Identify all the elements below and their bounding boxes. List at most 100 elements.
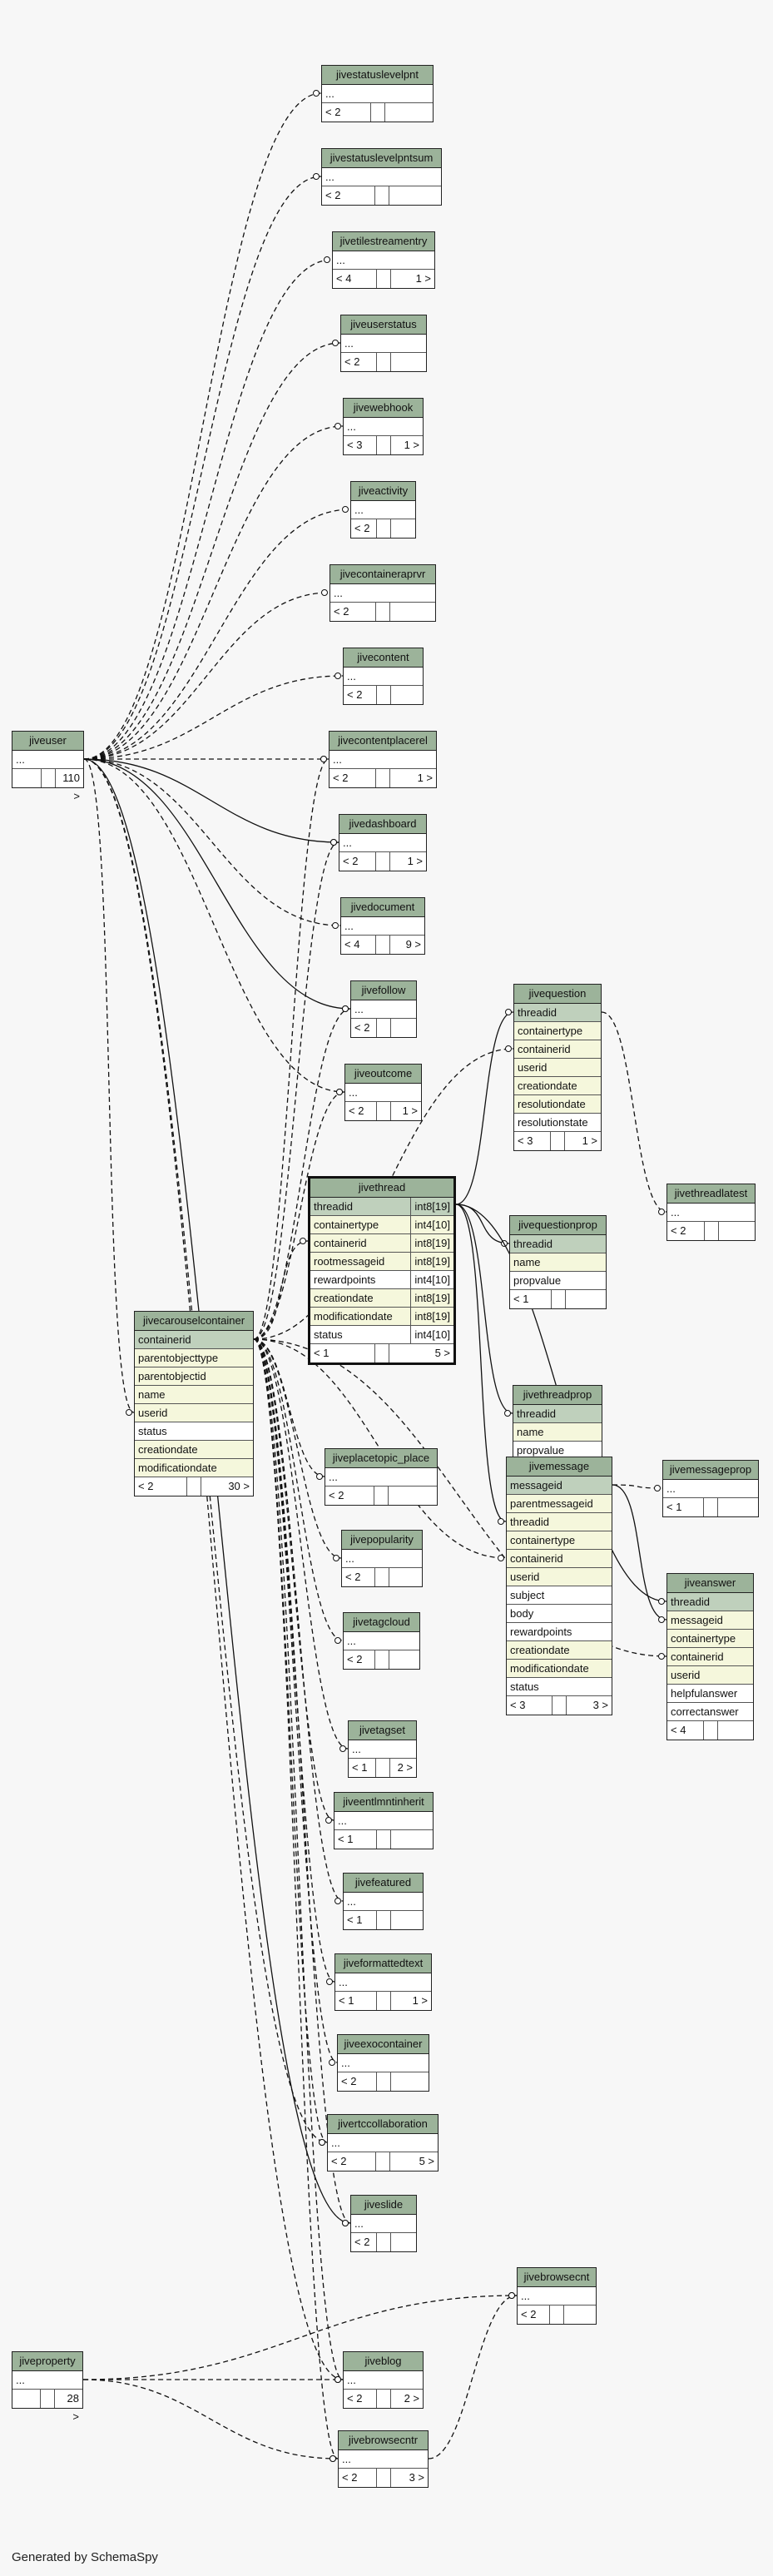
table-jivecontent[interactable]: jivecontent...< 2 <box>343 648 424 705</box>
child-count <box>389 1650 420 1669</box>
column-row: propvalue <box>510 1272 606 1290</box>
row-count <box>377 1830 391 1849</box>
row-count <box>551 1132 565 1150</box>
relationship-edge <box>83 509 351 760</box>
parent-count: < 2 <box>330 769 376 787</box>
column-row: status <box>507 1678 612 1696</box>
table-jivestatuslevelpnt[interactable]: jivestatuslevelpnt...< 2 <box>321 65 434 122</box>
child-count <box>385 103 434 122</box>
column-row: creationdate <box>514 1077 601 1095</box>
relationship-edge <box>253 1338 328 2143</box>
column-row: rewardpoints <box>507 1623 612 1641</box>
relationship-edge <box>83 425 344 760</box>
table-jiveactivity[interactable]: jiveactivity...< 2 <box>350 481 416 539</box>
table-jivepopularity[interactable]: jivepopularity...< 2 <box>341 1530 423 1587</box>
column-name: ... <box>16 753 25 766</box>
column-row: ... <box>345 1084 421 1102</box>
crowfoot-marker <box>316 1473 323 1480</box>
row-count <box>705 1222 719 1240</box>
table-jivefollow[interactable]: jivefollow...< 2 <box>350 980 417 1038</box>
table-jivestatuslevelpntsum[interactable]: jivestatuslevelpntsum...< 2 <box>321 148 442 206</box>
column-row: name <box>135 1386 253 1404</box>
table-jivetagcloud[interactable]: jivetagcloud...< 2 <box>343 1612 420 1670</box>
column-name: status <box>314 1328 343 1341</box>
column-name: containertype <box>314 1219 379 1231</box>
column-row: creationdate <box>507 1641 612 1660</box>
column-name: userid <box>518 1061 548 1074</box>
table-jiveslide[interactable]: jiveslide...< 2 <box>350 2195 417 2252</box>
column-row: helpfulanswer <box>667 1685 753 1703</box>
table-footer: < 2 <box>344 686 423 704</box>
column-name: status <box>138 1425 167 1437</box>
table-jiveentlmntinherit[interactable]: jiveentlmntinherit...< 1 <box>334 1792 434 1849</box>
parent-count: < 2 <box>518 2305 550 2324</box>
table-jivethreadlatest[interactable]: jivethreadlatest...< 2 <box>666 1184 756 1241</box>
table-jiveplacetopic_place[interactable]: jiveplacetopic_place...< 2 <box>325 1448 438 1506</box>
column-row: ... <box>335 1973 431 1992</box>
column-row: containertype <box>507 1531 612 1550</box>
table-title: jivetilestreamentry <box>333 232 434 251</box>
table-jivemessageprop[interactable]: jivemessageprop...< 1 <box>662 1460 759 1517</box>
table-jivefeatured[interactable]: jivefeatured...< 1 <box>343 1873 424 1930</box>
relationship-edge <box>253 1338 507 1559</box>
crowfoot-marker <box>330 2455 336 2462</box>
relationship-edge <box>253 1338 344 2380</box>
crowfoot-marker <box>658 1616 665 1623</box>
column-name: propvalue <box>517 1444 565 1457</box>
column-name: messageid <box>510 1479 562 1491</box>
column-name: containerid <box>138 1333 191 1346</box>
column-row: containertype <box>514 1022 601 1040</box>
crowfoot-marker <box>498 1518 504 1525</box>
table-jivebrowsecnt[interactable]: jivebrowsecnt...< 2 <box>517 2267 597 2325</box>
child-count: 28 > <box>67 2392 79 2423</box>
column-row: modificationdate <box>507 1660 612 1678</box>
table-footer: < 2 <box>342 1568 422 1586</box>
row-count <box>375 1650 389 1669</box>
column-name: userid <box>510 1571 540 1583</box>
parent-count: < 3 <box>514 1132 551 1150</box>
table-jiveproperty[interactable]: jiveproperty...28 > <box>12 2351 83 2423</box>
column-name: name <box>138 1388 166 1401</box>
column-row: ... <box>667 1204 755 1222</box>
table-title: jiveactivity <box>351 482 415 501</box>
relationship-edge <box>612 1484 663 1489</box>
row-count <box>376 603 390 621</box>
column-name: containertype <box>671 1632 736 1645</box>
parent-count: < 4 <box>341 936 376 954</box>
table-jiveexocontainer[interactable]: jiveexocontainer...< 2 <box>337 2034 429 2092</box>
column-row: parentobjectid <box>135 1367 253 1386</box>
row-count <box>550 2305 564 2324</box>
column-row: creationdate <box>135 1441 253 1459</box>
row-count <box>376 852 390 871</box>
table-jiveuserstatus[interactable]: jiveuserstatus...< 2 <box>340 315 427 372</box>
table-jivecontaineraprvr[interactable]: jivecontaineraprvr...< 2 <box>330 564 436 622</box>
table-footer: < 1 <box>334 1830 433 1849</box>
child-count <box>719 1222 756 1240</box>
table-jiveuser[interactable]: jiveuser...110 > <box>12 731 84 802</box>
crowfoot-marker <box>505 1045 512 1052</box>
crowfoot-marker <box>658 1653 665 1660</box>
column-name: parentmessageid <box>510 1497 593 1510</box>
child-count: 5 > <box>434 1347 450 1359</box>
column-name: correctanswer <box>671 1705 739 1718</box>
